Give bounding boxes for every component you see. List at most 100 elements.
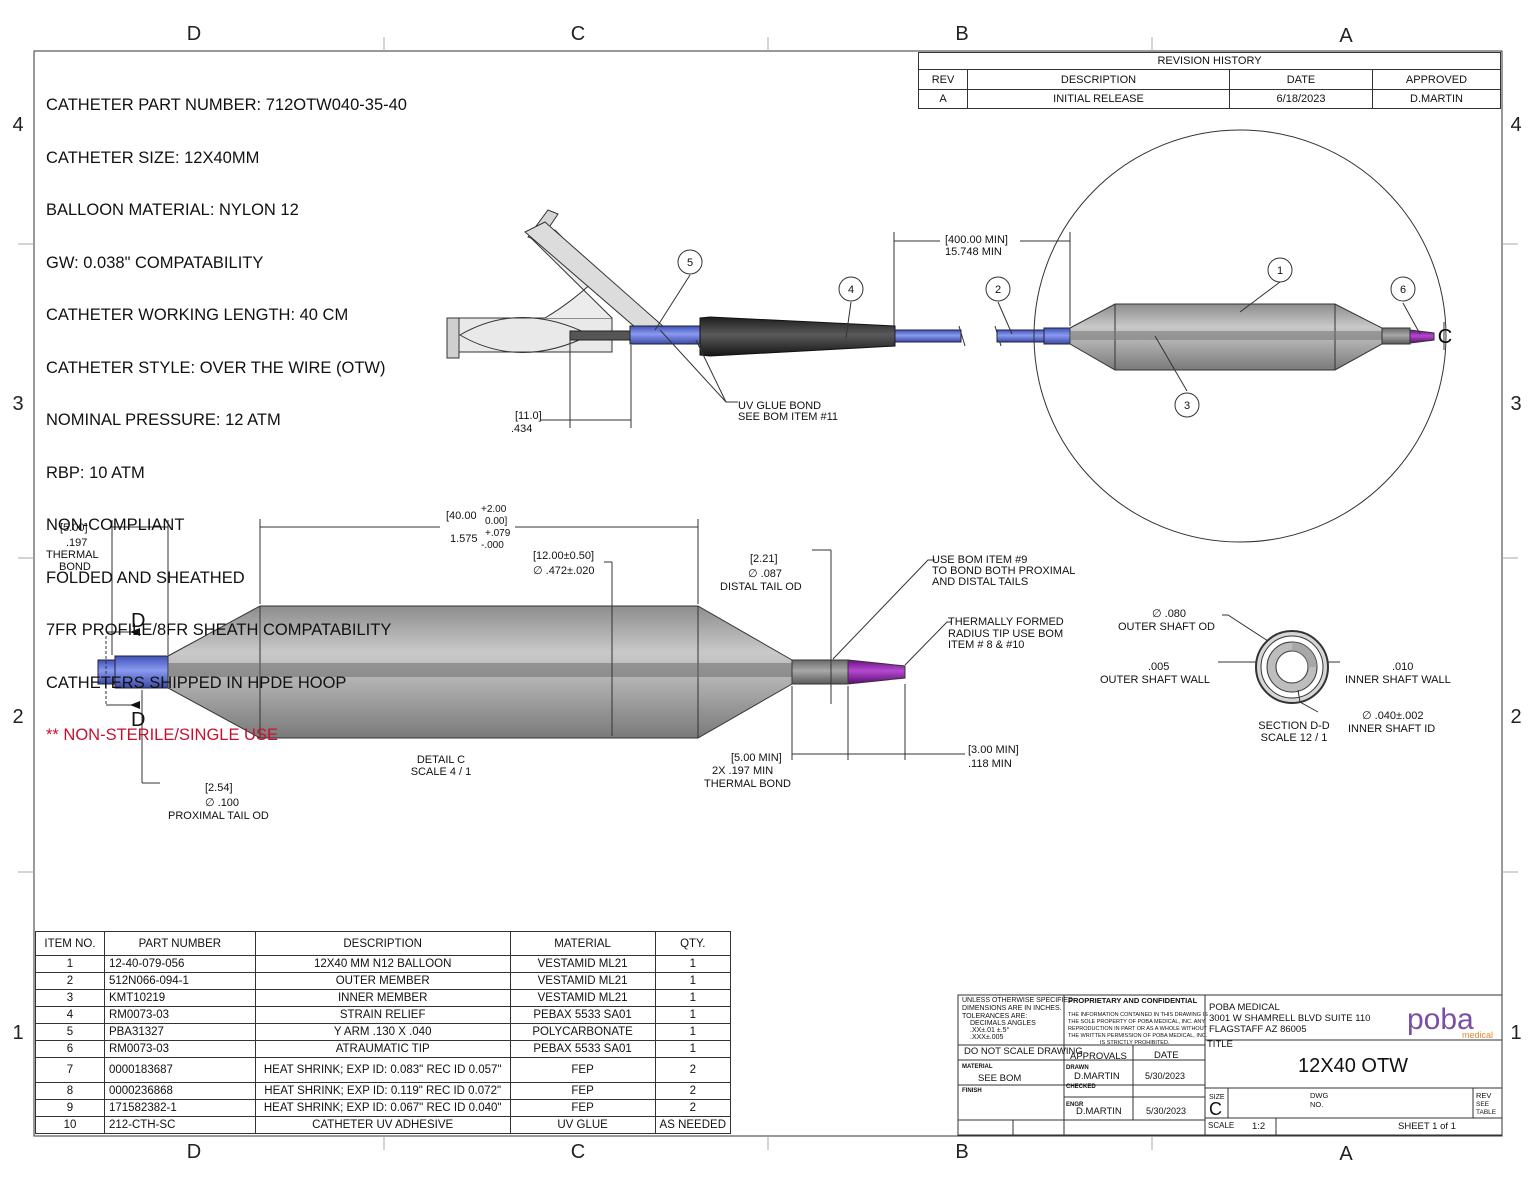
dim-y-arm: [11.0] — [515, 410, 542, 422]
section-marker-bottom: D — [131, 709, 145, 731]
outer-wall-dim: .005 — [1148, 661, 1169, 673]
scale-value: 1:2 — [1252, 1121, 1265, 1132]
note-line: CATHETER WORKING LENGTH: 40 CM — [46, 306, 349, 324]
drawn-label: DRAWN — [1066, 1065, 1089, 1071]
zone-label: D — [187, 1141, 201, 1163]
balloon-callout-3: 3 — [1184, 400, 1190, 412]
revision-cell: 6/18/2023 — [1229, 89, 1373, 109]
uv-glue-note-2: SEE BOM ITEM #11 — [738, 411, 838, 423]
note-line: BALLOON MATERIAL: NYLON 12 — [46, 201, 299, 219]
outer-od-dim: ∅ .080 — [1152, 608, 1186, 620]
proprietary-title: PROPRIETARY AND CONFIDENTIAL — [1068, 996, 1198, 1005]
proprietary-text: REPRODUCTION IN PART OR AS A WHOLE WITHO… — [1068, 1026, 1208, 1032]
sheet-size: C — [1209, 1099, 1222, 1119]
bom-header: ITEM NO. — [35, 931, 105, 956]
engr-date: 5/30/2023 — [1146, 1106, 1186, 1116]
inner-wall-label: INNER SHAFT WALL — [1345, 674, 1451, 686]
bom-cell: 12X40 MM N12 BALLOON — [254, 955, 511, 973]
bom-cell: AS NEEDED — [654, 1116, 732, 1134]
bom-cell: 9 — [35, 1099, 105, 1117]
bom-cell: 8 — [35, 1082, 105, 1100]
bom-cell: 4 — [35, 1006, 105, 1024]
revision-cell: D.MARTIN — [1372, 89, 1501, 109]
bom-header: QTY. — [654, 931, 732, 956]
bom-cell: VESTAMID ML21 — [509, 989, 656, 1007]
balloon-callout-5: 5 — [687, 257, 693, 269]
outer-od-label: OUTER SHAFT OD — [1118, 621, 1215, 633]
bom-cell: 2 — [654, 1099, 732, 1117]
tolerance-line: .XXX±.005 — [970, 1034, 1004, 1041]
inner-wall-dim: .010 — [1392, 661, 1413, 673]
revision-title: REVISION HISTORY — [918, 52, 1501, 70]
bom-cell: 0000236868 — [103, 1082, 256, 1100]
note-line: CATHETERS SHIPPED IN HPDE HOOP — [46, 673, 347, 692]
bom-cell: FEP — [509, 1099, 656, 1117]
balloon-callout-2: 2 — [995, 284, 1001, 296]
material-label: MATERIAL — [962, 1064, 993, 1070]
hub-assembly — [446, 209, 1071, 359]
zone-label: 1 — [12, 1022, 23, 1044]
bom-cell: 1 — [35, 955, 105, 973]
zone-label: C — [571, 1141, 585, 1163]
proprietary-text: IS STRICTLY PROHIBITED. — [1100, 1040, 1170, 1046]
rev-label-2: SEE — [1476, 1101, 1490, 1108]
zone-label: 2 — [1510, 706, 1521, 728]
section-d-d — [1255, 630, 1329, 704]
checked-label: CHECKED — [1066, 1084, 1096, 1090]
note-line: 7FR PROFILE/8FR SHEATH COMPATABILITY — [46, 621, 392, 639]
bom-cell: 2 — [654, 1082, 732, 1100]
title-block-grid — [957, 994, 1503, 1136]
proprietary-text: THE WRITTEN PERMISSION OF POBA MEDICAL, … — [1068, 1033, 1208, 1039]
bom-cell: 1 — [654, 972, 732, 990]
note-line: FOLDED AND SHEATHED — [46, 568, 245, 587]
company-address: 3001 W SHAMRELL BLVD SUITE 110 — [1209, 1013, 1370, 1024]
bom-header: MATERIAL — [509, 931, 656, 956]
detail-scale: SCALE 4 / 1 — [411, 766, 472, 778]
svg-text:poba: poba — [1407, 1003, 1474, 1036]
bom-cell: 2 — [654, 1057, 732, 1083]
note-line: RBP: 10 ATM — [46, 463, 145, 482]
dim-thermal-bond-in: .197 — [66, 537, 87, 549]
company-city: FLAGSTAFF AZ 86005 — [1209, 1024, 1307, 1035]
uv-glue-note: UV GLUE BOND — [738, 400, 821, 412]
bom-cell: Y ARM .130 X .040 — [254, 1023, 511, 1041]
drawing-title: 12X40 OTW — [1298, 1055, 1408, 1077]
bom-cell: 6 — [35, 1040, 105, 1058]
dim-working-length: [400.00 MIN] — [945, 234, 1008, 246]
dim-thermal-bond-label: THERMAL — [46, 549, 99, 561]
do-not-scale: DO NOT SCALE DRAWING — [964, 1046, 1083, 1057]
dim-balloon-length-in-minus: -.000 — [481, 540, 504, 551]
bom-cell: UV GLUE — [509, 1116, 656, 1134]
bom-cell: PBA31327 — [103, 1023, 256, 1041]
engr-by: D.MARTIN — [1076, 1106, 1122, 1117]
balloon-callout-6: 6 — [1400, 284, 1406, 296]
outer-wall-label: OUTER SHAFT WALL — [1100, 674, 1210, 686]
dim-prox-tail: [2.54] — [205, 782, 233, 794]
dim-thermal-bond-min: [5.00 MIN] — [731, 752, 782, 764]
detail-balloon — [97, 605, 906, 739]
bom-cell: 1 — [654, 1006, 732, 1024]
dim-balloon-length-tol-plus: +2.00 — [481, 504, 507, 515]
bom-cell: POLYCARBONATE — [509, 1023, 656, 1041]
zone-label: 2 — [12, 706, 23, 728]
scale-label: SCALE — [1208, 1121, 1234, 1130]
top-balloon — [1069, 303, 1435, 371]
revision-header: REV — [918, 69, 968, 90]
dim-tip-length: [3.00 MIN] — [968, 744, 1019, 756]
dim-distal-tail-in: ∅ .087 — [748, 568, 782, 580]
note-line: NON-COMPLIANT — [46, 516, 185, 534]
bond-note-3: AND DISTAL TAILS — [932, 576, 1028, 588]
bom-cell: 7 — [35, 1057, 105, 1083]
zone-label: A — [1339, 25, 1353, 47]
detail-letter: C — [1438, 326, 1452, 348]
finish-label: FINISH — [962, 1088, 982, 1094]
dim-balloon-length: [40.00 — [446, 510, 477, 522]
inner-id-dim: ∅ .040±.002 — [1362, 710, 1424, 722]
